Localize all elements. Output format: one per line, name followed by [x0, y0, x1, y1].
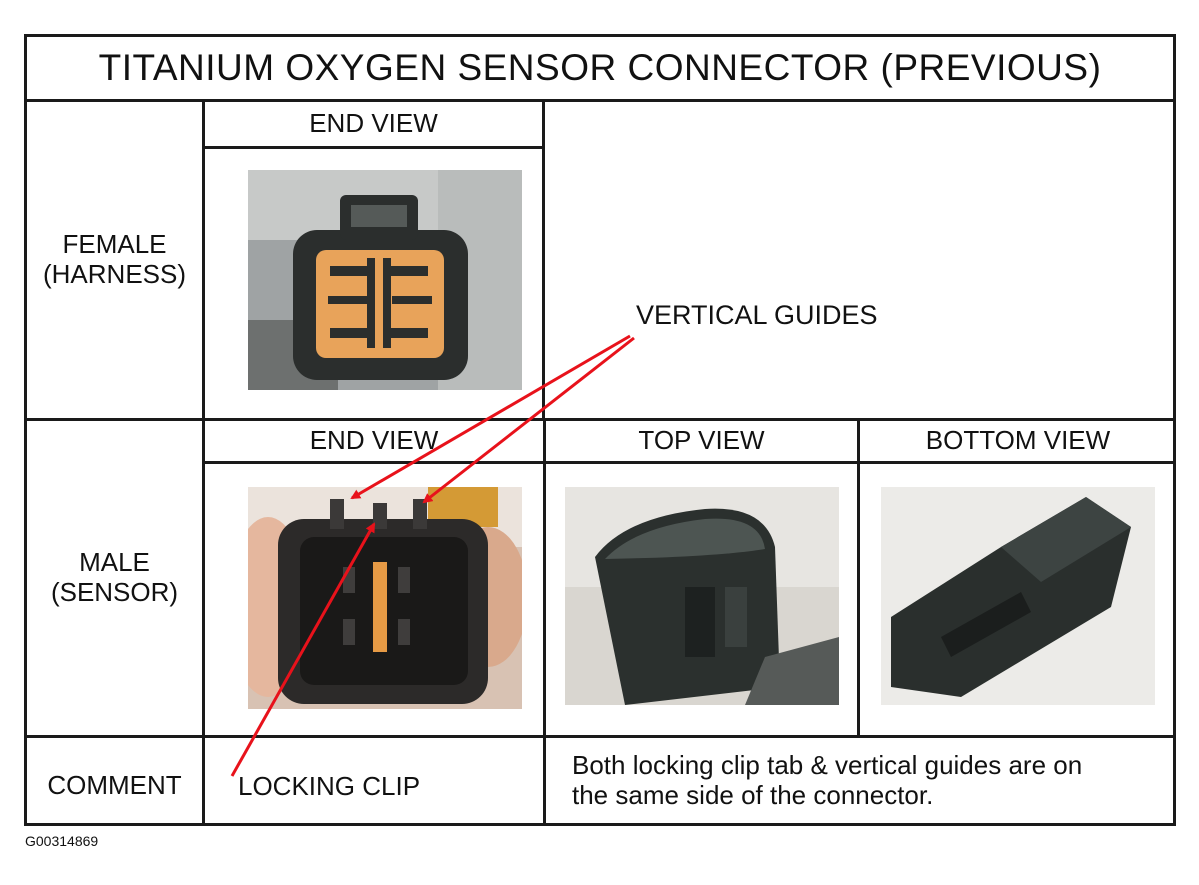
header-female-end-view: END VIEW [309, 108, 438, 139]
male-end-top-divider [543, 418, 546, 826]
row-divider-male-comment [24, 735, 1176, 738]
vertical-guides-label: VERTICAL GUIDES [636, 300, 878, 330]
male-top-view-photo [565, 487, 839, 705]
male-header-divider [204, 461, 1176, 464]
row-label-comment: COMMENT [47, 769, 182, 800]
table-frame [24, 34, 1176, 826]
page-title: TITANIUM OXYGEN SENSOR CONNECTOR (PREVIO… [98, 46, 1102, 88]
comment-description: Both locking clip tab & vertical guides … [572, 750, 1083, 810]
label-column-divider [202, 99, 205, 826]
male-bottom-view-photo [881, 487, 1155, 705]
row-label-male: MALE (SENSOR) [50, 547, 179, 607]
header-male-top-view: TOP VIEW [638, 425, 765, 456]
header-male-end-view: END VIEW [309, 425, 439, 456]
male-top-bottom-divider [857, 418, 860, 738]
female-header-divider [204, 146, 544, 149]
female-connector-photo [248, 170, 522, 390]
title-divider [24, 99, 1176, 102]
comment-locking-clip-label: LOCKING CLIP [238, 771, 421, 802]
header-male-bottom-view: BOTTOM VIEW [925, 425, 1111, 456]
figure-id: G00314869 [25, 833, 99, 849]
female-image-divider [542, 99, 545, 420]
row-label-female: FEMALE (HARNESS) [42, 229, 186, 289]
male-end-view-photo [248, 487, 522, 709]
